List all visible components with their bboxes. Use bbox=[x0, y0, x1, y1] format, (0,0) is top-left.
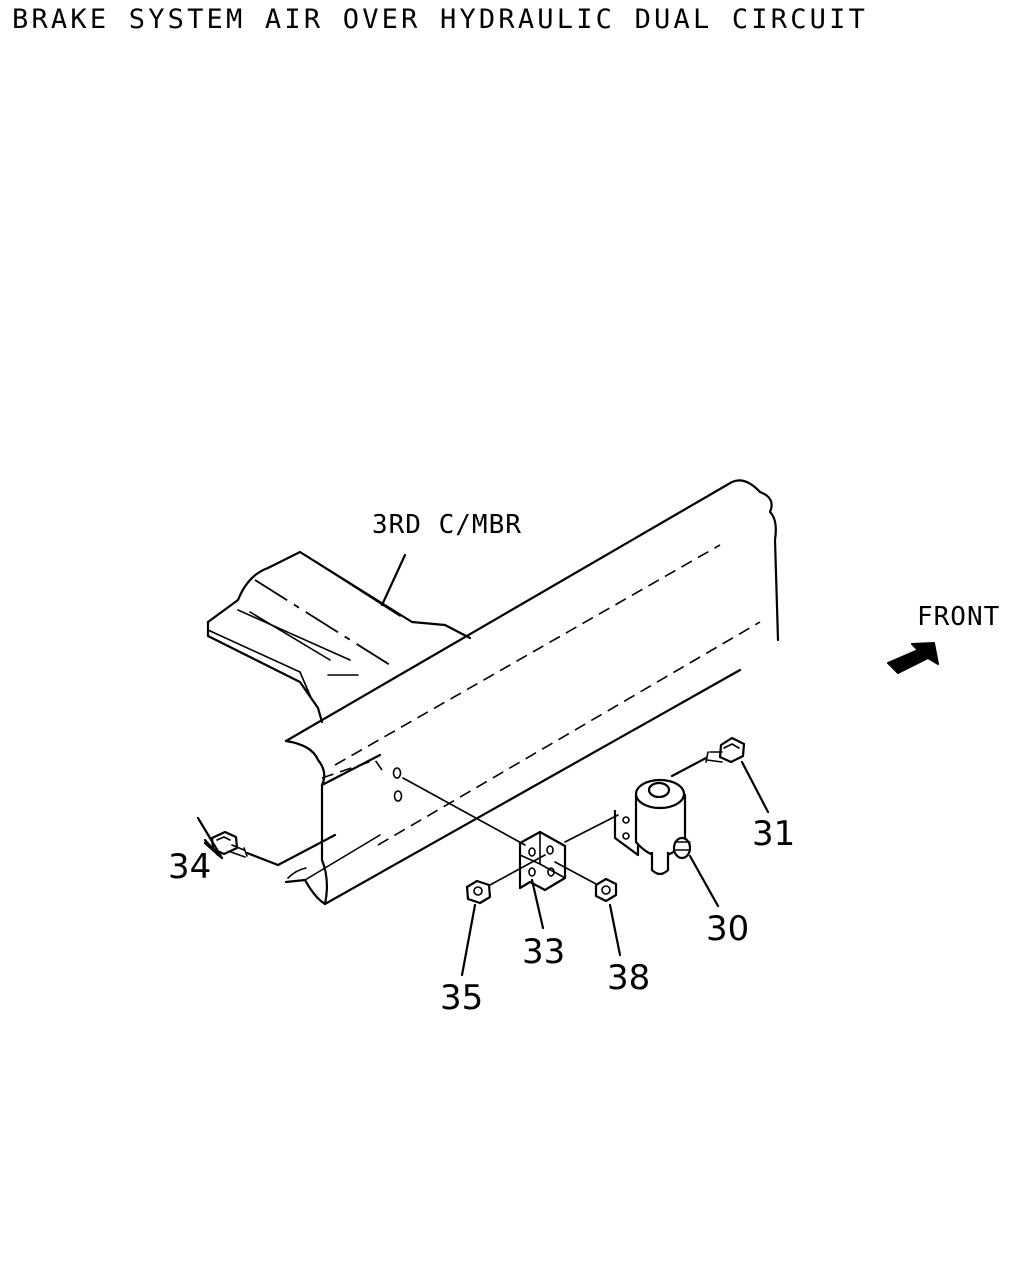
callout-35: 35 bbox=[440, 978, 483, 1018]
leader-lines bbox=[196, 553, 770, 977]
bolt-34 bbox=[210, 830, 337, 867]
nut-38 bbox=[594, 877, 618, 903]
callout-34: 34 bbox=[168, 847, 211, 887]
front-label: FRONT bbox=[917, 602, 1000, 632]
member-label: 3RD C/MBR bbox=[372, 510, 522, 540]
assembly-lines bbox=[402, 777, 619, 886]
diagram-title: BRAKE SYSTEM AIR OVER HYDRAULIC DUAL CIR… bbox=[12, 4, 869, 35]
valve-30 bbox=[613, 778, 692, 876]
callout-31: 31 bbox=[752, 814, 795, 854]
bracket-33 bbox=[518, 830, 567, 892]
front-arrow-icon bbox=[887, 642, 939, 674]
callout-30: 30 bbox=[706, 909, 749, 949]
frame-rail bbox=[284, 479, 780, 906]
nut-35 bbox=[465, 879, 492, 905]
cross-member bbox=[206, 550, 472, 724]
callout-33: 33 bbox=[522, 932, 565, 972]
bolt-31 bbox=[670, 736, 746, 778]
callout-38: 38 bbox=[607, 958, 650, 998]
